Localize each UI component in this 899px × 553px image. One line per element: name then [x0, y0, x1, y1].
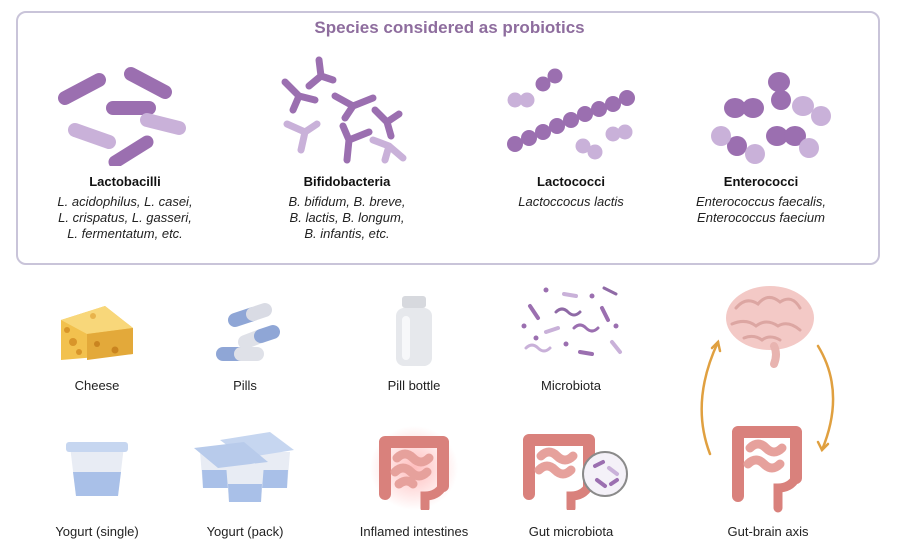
panel-title: Species considered as probiotics — [314, 18, 585, 37]
item-microbiota: Microbiota — [491, 282, 651, 398]
item-inflamed-intestines: Inflamed intestines — [334, 424, 494, 542]
species-examples: L. acidophilus, L. casei, L. crispatus, … — [57, 194, 193, 241]
lactococci-icon — [507, 68, 635, 160]
species-name: Bifidobacteria — [303, 174, 391, 189]
item-pill-bottle: Pill bottle — [334, 294, 494, 398]
pill-bottle-label: Pill bottle — [387, 378, 441, 393]
item-yogurt-pack: Yogurt (pack) — [165, 428, 325, 542]
species-name: Enterococci — [723, 174, 799, 189]
microbiota-icon — [521, 286, 622, 356]
species-examples: Lactoccocus lactis — [518, 194, 624, 209]
probiotics-panel — [16, 11, 880, 265]
item-gut-microbiota: Gut microbiota — [491, 424, 651, 542]
enterococci-icon — [711, 72, 831, 164]
item-gut-brain-axis: Gut-brain axis — [688, 282, 848, 542]
inflamed-intestines-label: Inflamed intestines — [359, 524, 469, 539]
pills-label: Pills — [233, 378, 257, 393]
microbiota-label: Microbiota — [541, 378, 601, 393]
species-bifidobacteria: Bifidobacteria B. bifidum, B. breve, B. … — [242, 54, 452, 242]
yogurt-pack-icon — [194, 432, 294, 502]
yogurt-single-label: Yogurt (single) — [55, 524, 139, 539]
gut-brain-axis-label: Gut-brain axis — [727, 524, 809, 539]
item-cheese: Cheese — [17, 298, 177, 398]
lactobacilli-icon — [58, 67, 186, 166]
pill-bottle-icon — [396, 296, 432, 366]
species-examples: Enterococcus faecalis, Enterococcus faec… — [695, 194, 827, 225]
pills-icon — [216, 303, 280, 361]
brain-icon — [726, 286, 814, 368]
item-yogurt-single: Yogurt (single) — [17, 438, 177, 542]
species-enterococci: Enterococci Enterococcus faecalis, Enter… — [656, 54, 866, 226]
species-name: Lactobacilli — [89, 174, 161, 189]
yogurt-pack-label: Yogurt (pack) — [206, 524, 284, 539]
inflamed-intestines-icon — [370, 426, 458, 510]
intestine-icon — [732, 426, 802, 513]
bifidobacteria-icon — [281, 56, 407, 164]
gut-brain-axis-icon — [700, 286, 835, 513]
item-pills: Pills — [165, 298, 325, 398]
species-lactobacilli: Lactobacilli L. acidophilus, L. casei, L… — [20, 54, 230, 242]
gut-microbiota-icon — [523, 434, 628, 510]
species-name: Lactococci — [537, 174, 605, 189]
species-lactococci: Lactococci Lactoccocus lactis — [466, 54, 676, 210]
cheese-label: Cheese — [74, 378, 120, 393]
species-examples: B. bifidum, B. breve, B. lactis, B. long… — [288, 194, 406, 241]
gut-microbiota-label: Gut microbiota — [528, 524, 614, 539]
arrows-icon — [700, 339, 835, 456]
yogurt-single-icon — [66, 442, 128, 496]
cheese-icon — [61, 306, 133, 360]
